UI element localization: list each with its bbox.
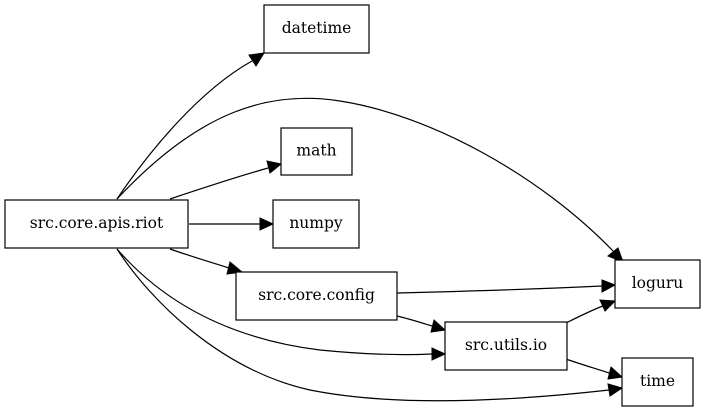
arrowhead-loguru-3 [599, 299, 617, 312]
node-label: src.utils.io [465, 336, 547, 354]
edge-io-time [565, 358, 610, 374]
node-label: src.core.config [258, 286, 375, 304]
node-riot: src.core.apis.riot [4, 199, 189, 249]
node-label: numpy [289, 214, 343, 232]
node-math: math [280, 127, 353, 176]
edge-riot-math [169, 167, 269, 200]
arrowhead-loguru-1 [607, 247, 624, 263]
arrowhead-time-2 [607, 366, 624, 380]
node-label: math [296, 142, 336, 160]
arrowhead-config [226, 261, 244, 275]
edge-riot-time [116, 248, 610, 402]
node-io: src.utils.io [444, 321, 568, 371]
edge-config-io [396, 315, 433, 327]
arrowhead-math [266, 160, 283, 174]
node-label: src.core.apis.riot [30, 214, 164, 232]
edges [116, 52, 624, 402]
arrowhead-loguru-2 [601, 279, 617, 293]
node-loguru: loguru [614, 259, 701, 309]
edge-riot-datetime [116, 60, 253, 200]
arrowhead-datetime [248, 52, 265, 67]
edge-riot-io [116, 248, 433, 356]
arrowhead-io-1 [431, 347, 447, 361]
arrowhead-io-2 [430, 319, 447, 333]
node-label: time [640, 372, 675, 390]
edge-config-loguru [396, 285, 603, 294]
edge-io-loguru [565, 305, 604, 324]
arrowhead-numpy [259, 217, 275, 231]
node-label: datetime [282, 19, 352, 37]
node-datetime: datetime [263, 4, 370, 54]
arrowhead-time-1 [607, 383, 624, 397]
edge-riot-config [169, 248, 230, 269]
node-label: loguru [632, 274, 684, 292]
node-config: src.core.config [235, 271, 398, 321]
node-numpy: numpy [272, 199, 360, 249]
node-time: time [621, 357, 694, 407]
edge-riot-loguru [116, 97, 615, 253]
